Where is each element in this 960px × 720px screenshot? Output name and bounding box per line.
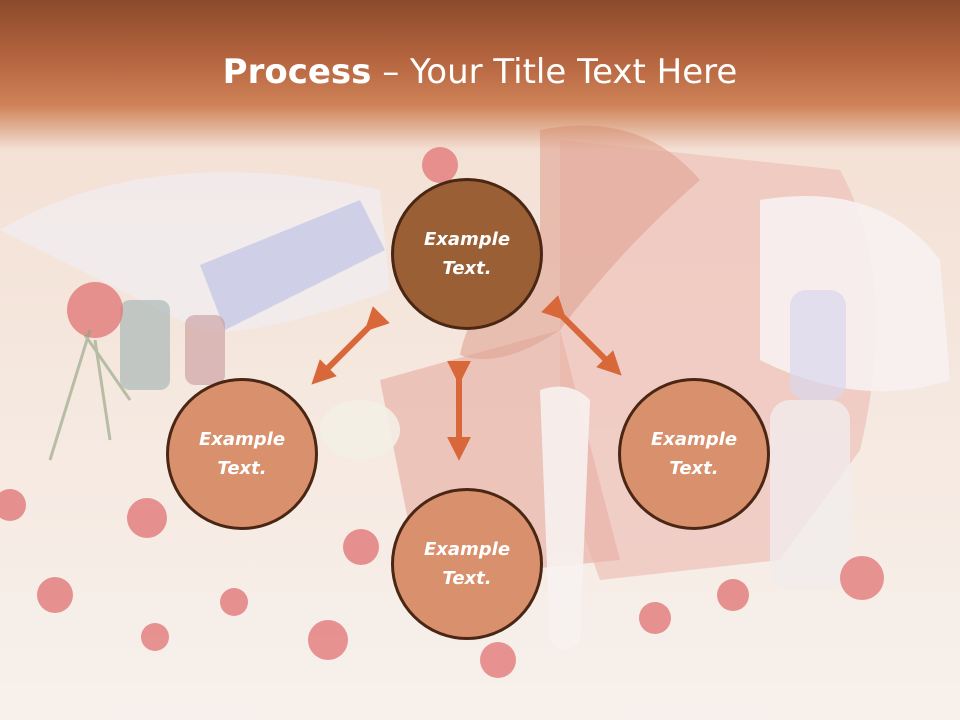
- circle-text-line2: Text.: [669, 458, 719, 479]
- process-circle-left[interactable]: Example Text.: [166, 378, 318, 530]
- process-circle-right[interactable]: Example Text.: [618, 378, 770, 530]
- circle-text-line1: Example: [198, 429, 286, 450]
- circle-text-line2: Text.: [442, 568, 492, 589]
- title-bold-part: Process: [222, 52, 372, 92]
- title-band: [0, 0, 960, 150]
- circle-text-line2: Text.: [217, 458, 267, 479]
- slide-title[interactable]: Process – Your Title Text Here: [0, 52, 960, 92]
- process-circle-center[interactable]: Example Text.: [391, 178, 543, 330]
- title-separator: –: [371, 52, 411, 92]
- circle-text-line1: Example: [423, 539, 511, 560]
- process-circle-bottom[interactable]: Example Text.: [391, 488, 543, 640]
- circle-text-line2: Text.: [442, 258, 492, 279]
- circle-text-line1: Example: [423, 229, 511, 250]
- circle-text-line1: Example: [650, 429, 738, 450]
- title-rest-part: Your Title Text Here: [410, 52, 738, 92]
